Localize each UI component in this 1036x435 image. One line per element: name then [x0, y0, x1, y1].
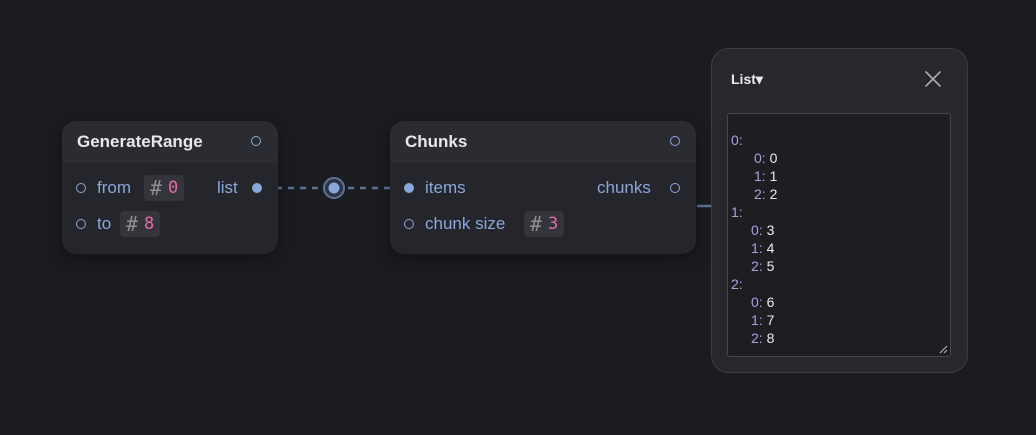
resize-grip-icon[interactable] — [938, 344, 948, 354]
tree-item-value: 6 — [766, 294, 775, 310]
node-status-port[interactable] — [251, 136, 261, 146]
chunk-size-number-field[interactable]: # 3 — [524, 211, 565, 237]
tree-item-value: 2 — [769, 186, 778, 202]
tree-item-key: 1: — [751, 240, 767, 256]
tree-item-key: 1: — [754, 168, 770, 184]
tree-item-value: 3 — [766, 222, 775, 238]
tree-item: 2: 5 — [751, 257, 774, 275]
tree-item: 2: 8 — [751, 329, 774, 347]
node-header[interactable]: Chunks — [390, 121, 696, 163]
tree-item-value: 5 — [766, 258, 775, 274]
output-label-list: list — [217, 178, 238, 197]
to-value: 8 — [144, 214, 155, 234]
type-selector-dropdown[interactable]: List▾ — [731, 71, 763, 87]
tree-item-value: 7 — [766, 312, 775, 328]
close-icon[interactable] — [924, 70, 942, 88]
tree-item-value: 0 — [769, 150, 778, 166]
input-port-to[interactable] — [76, 219, 86, 229]
input-label-items: items — [425, 178, 466, 197]
output-port-list[interactable] — [252, 183, 262, 193]
node-generate-range[interactable]: GenerateRange from # 0 list to # 8 — [62, 121, 278, 254]
to-number-field[interactable]: # 8 — [120, 211, 161, 237]
input-port-chunk-size[interactable] — [404, 219, 414, 229]
node-chunks[interactable]: Chunks items chunks chunk size # 3 — [390, 121, 696, 254]
number-type-icon: # — [126, 212, 139, 236]
tree-item-key: 1: — [751, 312, 767, 328]
from-number-field[interactable]: # 0 — [144, 175, 185, 201]
tree-item: 1: 1 — [754, 167, 777, 185]
tree-item: 1: 4 — [751, 239, 774, 257]
input-port-items[interactable] — [404, 183, 414, 193]
tree-item: 2: 2 — [754, 185, 777, 203]
tree-item-key: 2: — [751, 330, 767, 346]
number-type-icon: # — [150, 176, 163, 200]
tree-group-key: 2: — [731, 276, 743, 292]
tree-item-key: 2: — [751, 258, 767, 274]
input-label-from: from — [97, 178, 131, 197]
node-status-port[interactable] — [670, 136, 680, 146]
node-title: Chunks — [405, 132, 468, 151]
tree-group-key: 1: — [731, 204, 743, 220]
tree-item-key: 0: — [751, 222, 767, 238]
from-value: 0 — [168, 178, 179, 198]
tree-item: 0: 3 — [751, 221, 774, 239]
input-label-chunk-size: chunk size — [425, 214, 506, 233]
tree-item: 0: 6 — [751, 293, 774, 311]
input-label-to: to — [97, 214, 112, 233]
tree-item: 1: 7 — [751, 311, 774, 329]
tree-item-key: 0: — [751, 294, 767, 310]
tree-item-key: 0: — [754, 150, 770, 166]
tree-item: 0: 0 — [754, 149, 777, 167]
tree-item-value: 8 — [766, 330, 775, 346]
chunk-size-value: 3 — [548, 214, 559, 234]
tree-item-value: 1 — [769, 168, 778, 184]
input-port-from[interactable] — [76, 183, 86, 193]
tree-item-value: 4 — [766, 240, 775, 256]
reroute-knot[interactable] — [323, 177, 345, 199]
tree-group-key: 0: — [731, 132, 743, 148]
node-title: GenerateRange — [77, 132, 203, 151]
output-label-chunks: chunks — [597, 178, 651, 197]
tree-item-key: 2: — [754, 186, 770, 202]
output-port-chunks[interactable] — [670, 183, 680, 193]
node-header[interactable]: GenerateRange — [62, 121, 278, 163]
number-type-icon: # — [530, 212, 543, 236]
